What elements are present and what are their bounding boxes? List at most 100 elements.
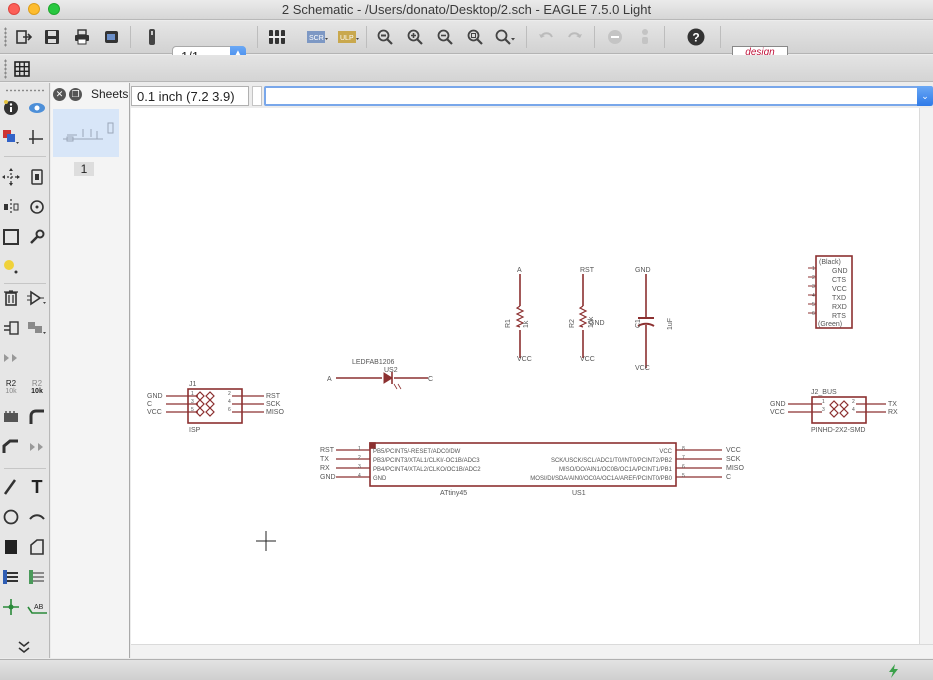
mcu-num-5: 5 — [682, 473, 685, 479]
close-icon[interactable]: ✕ — [53, 87, 66, 101]
bus-right-net-1: TX — [888, 401, 897, 408]
save-icon[interactable] — [40, 25, 64, 49]
arc-icon[interactable] — [26, 506, 48, 528]
ulp-icon[interactable]: ULP — [336, 25, 360, 49]
isp-right-net-1: RST — [266, 393, 281, 400]
ftdi-num-1: 1 — [812, 266, 815, 272]
command-dropdown-icon[interactable]: ⌄ — [917, 86, 933, 106]
bus-num-3: 3 — [822, 407, 825, 413]
designlink-line1: design — [745, 47, 775, 58]
zoom-select-icon[interactable] — [463, 25, 487, 49]
mcu-left-pin-1: PB5/PCINT5/-RESET/ADC0/DW — [373, 449, 461, 455]
zoom-out-icon[interactable] — [433, 25, 457, 49]
grid-icon[interactable] — [10, 57, 34, 81]
split-icon[interactable] — [0, 436, 22, 458]
r1-bottom-net: VCC — [517, 356, 532, 363]
float-icon[interactable]: ❐ — [69, 87, 82, 101]
zoom-in-icon[interactable] — [403, 25, 427, 49]
r2-name: R2 — [569, 319, 576, 328]
ftdi-pin-3: VCC — [832, 286, 847, 293]
value-tool-label: R2 — [31, 379, 43, 388]
bus-left-net-2: VCC — [770, 409, 785, 416]
print-icon[interactable] — [70, 25, 94, 49]
script-icon[interactable]: SCR — [305, 25, 329, 49]
redo-icon[interactable] — [563, 25, 587, 49]
command-input[interactable] — [266, 88, 906, 104]
command-line[interactable]: ⌄ — [264, 86, 933, 106]
sheet-number[interactable]: 1 — [74, 162, 94, 176]
rect-icon[interactable] — [0, 536, 22, 558]
replace-icon[interactable] — [26, 317, 48, 339]
zoom-fit-icon[interactable] — [373, 25, 397, 49]
zoom-previous-icon[interactable] — [494, 25, 518, 49]
window-close-button[interactable] — [8, 3, 20, 15]
isp-num-2: 2 — [228, 391, 231, 397]
gateswap-icon[interactable] — [0, 347, 22, 369]
bus-label: PINHD-2X2-SMD — [811, 427, 865, 434]
text-tool[interactable]: T — [31, 476, 43, 497]
ftdi-num-5: 5 — [812, 302, 815, 308]
junction-icon[interactable] — [0, 596, 22, 618]
mcu-num-7: 7 — [682, 455, 685, 461]
help-icon[interactable]: ? — [684, 25, 708, 49]
toolbar-grip[interactable] — [4, 27, 7, 47]
change-wrench-icon[interactable] — [26, 226, 48, 248]
bus-icon[interactable] — [0, 566, 22, 588]
schematic-canvas[interactable]: LEDFAB1206 US2 A C A VCC R1 1k RST VCC G… — [131, 108, 919, 644]
add-part-icon[interactable] — [26, 287, 48, 309]
invoke-icon[interactable] — [26, 436, 48, 458]
mcu-left-net-4: GND — [320, 474, 336, 481]
net-icon[interactable] — [26, 566, 48, 588]
stop-icon[interactable] — [603, 25, 627, 49]
lightning-icon[interactable] — [886, 663, 902, 680]
window-zoom-button[interactable] — [48, 3, 60, 15]
polygon-icon[interactable] — [26, 536, 48, 558]
isp-num-5: 5 — [191, 407, 194, 413]
group-icon[interactable] — [0, 226, 22, 248]
name-tool-value: 10k — [5, 388, 17, 395]
delete-icon[interactable] — [0, 287, 22, 309]
cap-bottom-net: VCC — [635, 365, 650, 372]
command-history-button[interactable] — [252, 86, 262, 106]
display-layers-icon[interactable] — [0, 126, 22, 148]
mcu-left-pin-3: PB4/PCINT4/XTAL2/CLKO/OC1B/ADC2 — [373, 467, 481, 473]
led-ref: US2 — [384, 367, 398, 374]
label-tool-text: AB — [34, 604, 44, 611]
isp-label: ISP — [189, 427, 201, 434]
layer-settings-icon[interactable] — [265, 25, 289, 49]
vertical-scrollbar[interactable] — [919, 108, 933, 644]
open-icon[interactable] — [12, 25, 36, 49]
name-tool[interactable]: R2 10k — [0, 377, 22, 399]
wire-icon[interactable] — [0, 476, 22, 498]
mcu-right-pin-1: VCC — [659, 449, 672, 455]
mark-icon[interactable] — [26, 126, 48, 148]
mcu-num-3: 3 — [358, 464, 361, 470]
paste-icon[interactable] — [0, 256, 22, 278]
help-label: ? — [692, 31, 699, 45]
show-icon[interactable] — [26, 97, 48, 119]
pinswap-icon[interactable] — [0, 317, 22, 339]
label-tool[interactable]: AB — [26, 596, 48, 618]
circle-icon[interactable] — [0, 506, 22, 528]
window-minimize-button[interactable] — [28, 3, 40, 15]
expand-palette-icon[interactable] — [13, 636, 35, 658]
sheet-thumbnail[interactable] — [53, 109, 119, 157]
rotate-icon[interactable] — [26, 196, 48, 218]
copy-icon[interactable] — [26, 166, 48, 188]
move-icon[interactable] — [0, 166, 22, 188]
value-tool[interactable]: R2 10k — [26, 377, 48, 399]
mirror-icon[interactable] — [0, 196, 22, 218]
sheets-panel: ✕ ❐ Sheets 1 — [51, 83, 130, 658]
bus-num-1: 1 — [822, 399, 825, 405]
go-icon[interactable] — [633, 25, 657, 49]
cam-processor-icon[interactable] — [99, 25, 123, 49]
smash-icon[interactable] — [0, 406, 22, 428]
miter-icon[interactable] — [26, 406, 48, 428]
horizontal-scrollbar[interactable] — [131, 644, 933, 658]
r1-top-net: A — [517, 267, 522, 274]
toolbar2-grip[interactable] — [4, 59, 7, 79]
undo-icon[interactable] — [534, 25, 558, 49]
info-icon[interactable] — [0, 97, 22, 119]
ftdi-pin-6: RTS — [832, 313, 846, 320]
sheet-icon[interactable] — [140, 25, 164, 49]
